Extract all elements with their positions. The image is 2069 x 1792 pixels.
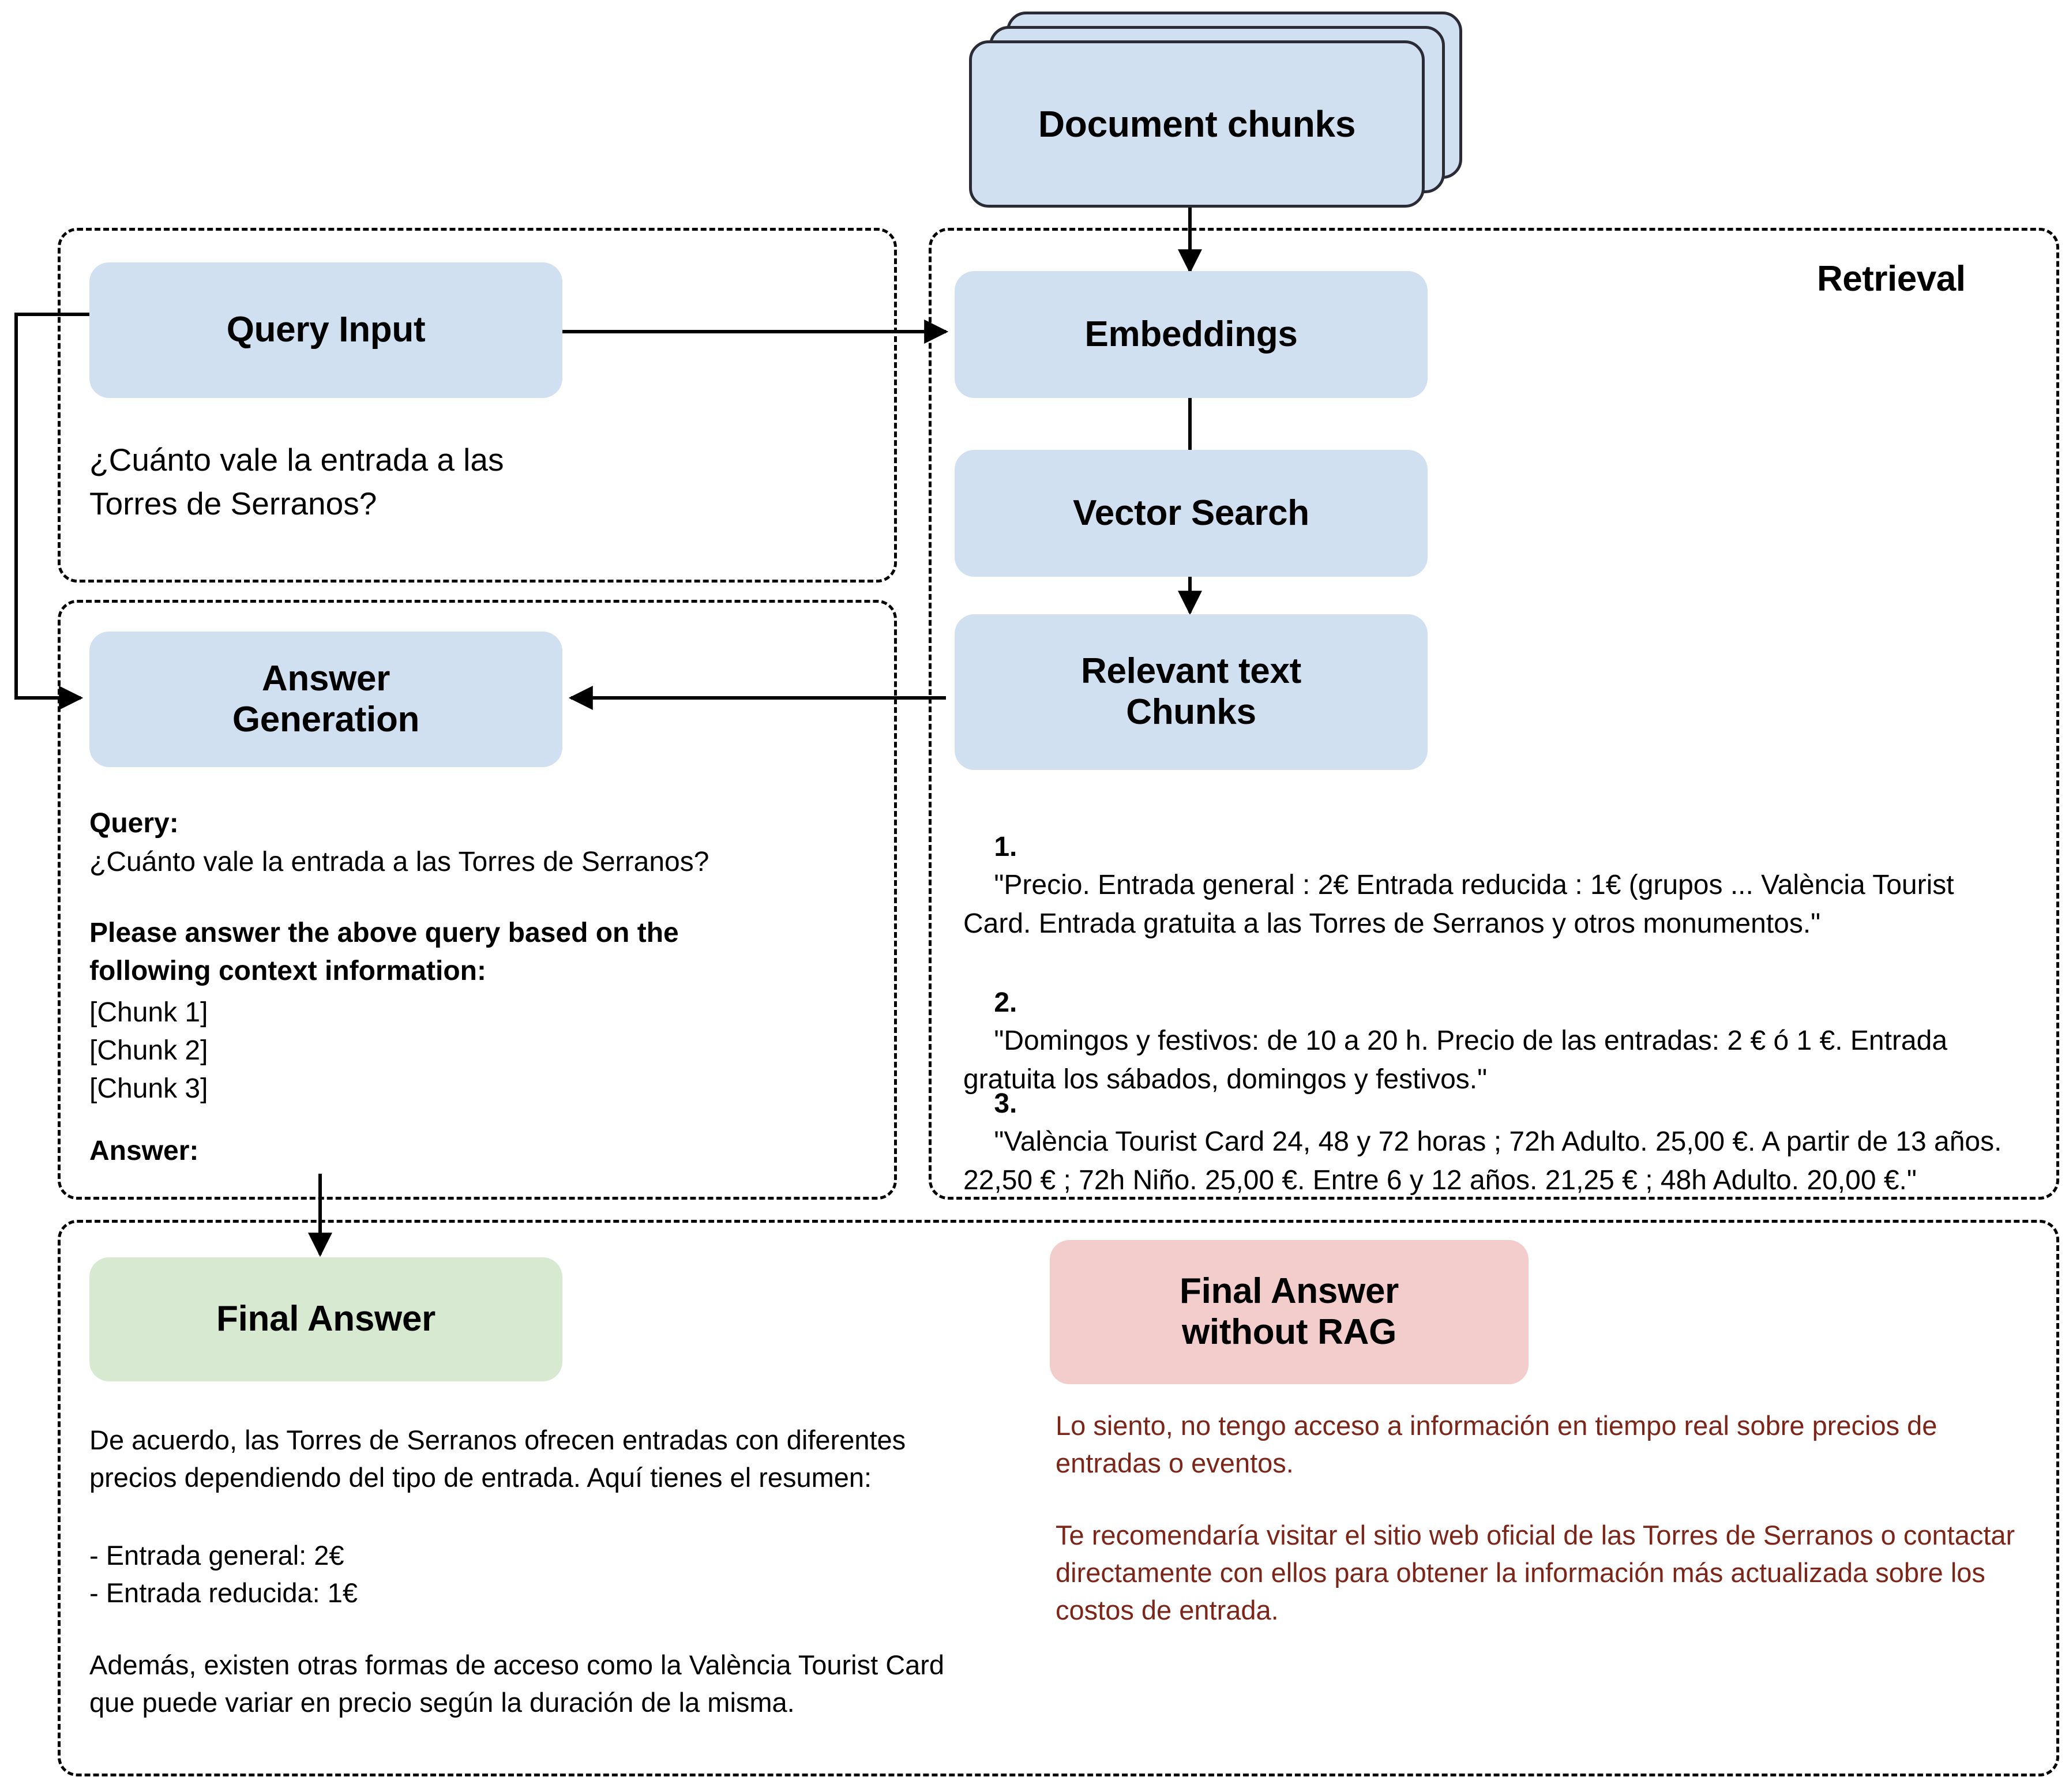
query-input-question: ¿Cuánto vale la entrada a las Torres de … (89, 442, 504, 521)
retrieved-chunk-3: 3. "València Tourist Card 24, 48 y 72 ho… (963, 1047, 2022, 1238)
retrieved-chunk-1-text: "Precio. Entrada general : 2€ Entrada re… (963, 870, 1962, 939)
answers-panel (58, 1220, 2059, 1776)
prompt-query-text: ¿Cuánto vale la entrada a las Torres de … (89, 847, 709, 877)
retrieved-chunk-3-number: 3. (994, 1088, 1017, 1119)
final-answer-paragraph-1: De acuerdo, las Torres de Serranos ofrec… (89, 1425, 914, 1493)
retrieved-chunk-1-number: 1. (994, 832, 1017, 863)
embeddings-node[interactable]: Embeddings (955, 271, 1428, 398)
final-answer-bullet-1: - Entrada general: 2€ (89, 1540, 344, 1571)
vector-search-node[interactable]: Vector Search (955, 450, 1428, 577)
final-answer-node[interactable]: Final Answer (89, 1257, 562, 1381)
prompt-chunk-1: [Chunk 1] (89, 997, 208, 1028)
final-answer-paragraph-2: Además, existen otras formas de acceso c… (89, 1650, 952, 1718)
retrieved-chunk-1: 1. "Precio. Entrada general : 2€ Entrada… (963, 790, 2022, 981)
prompt-chunk-2: [Chunk 2] (89, 1035, 208, 1066)
query-input-node[interactable]: Query Input (89, 262, 562, 398)
retrieved-chunk-3-text: "València Tourist Card 24, 48 y 72 horas… (963, 1126, 2010, 1196)
retrieved-chunk-2-text: "Domingos y festivos: de 10 a 20 h. Prec… (963, 1025, 1955, 1095)
no-rag-paragraph-2: Te recomendaría visitar el sitio web ofi… (1056, 1520, 2023, 1625)
no-rag-paragraph-1: Lo siento, no tengo acceso a información… (1056, 1410, 1945, 1478)
retrieval-label: Retrieval (1817, 259, 1966, 299)
prompt-query-label: Query: (89, 808, 179, 839)
retrieved-chunk-2: 2. "Domingos y festivos: de 10 a 20 h. P… (963, 946, 2022, 1137)
prompt-instruction: Please answer the above query based on t… (89, 918, 679, 987)
document-chunks-node[interactable]: Document chunks (969, 40, 1425, 208)
relevant-chunks-node[interactable]: Relevant text Chunks (955, 614, 1428, 770)
query-input-panel (58, 228, 897, 583)
answer-generation-panel (58, 600, 897, 1200)
retrieved-chunk-2-number: 2. (994, 987, 1017, 1019)
final-answer-no-rag-node[interactable]: Final Answer without RAG (1050, 1240, 1529, 1384)
prompt-answer-label: Answer: (89, 1136, 199, 1166)
retrieval-panel (929, 228, 2059, 1200)
prompt-chunk-3: [Chunk 3] (89, 1073, 208, 1104)
answer-generation-node[interactable]: Answer Generation (89, 632, 562, 767)
final-answer-bullet-2: - Entrada reducida: 1€ (89, 1577, 358, 1608)
